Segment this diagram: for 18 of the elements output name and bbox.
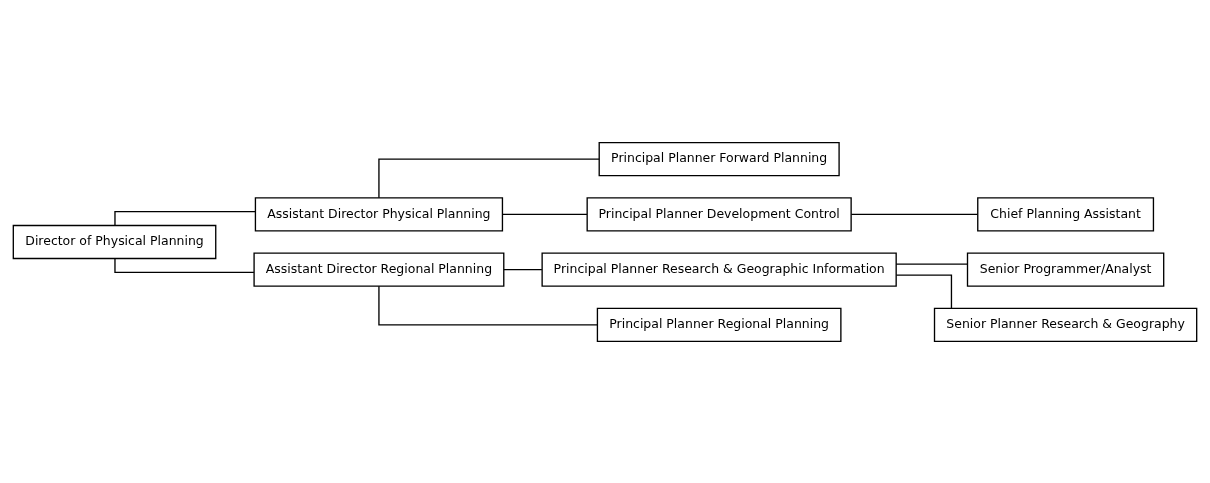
node-box: Principal Planner Forward Planning [598,141,840,176]
node-box: Senior Programmer/Analyst [966,252,1165,287]
connector [503,268,543,270]
connector [895,273,953,309]
connector [501,213,588,215]
node-box: Senior Planner Research & Geography [933,307,1198,342]
connector [895,262,969,265]
connector [378,285,598,326]
node-box: Principal Planner Development Control [586,196,852,231]
node-box: Chief Planning Assistant [977,196,1155,231]
node-box: Assistant Director Physical Planning [254,196,504,231]
node-box: Principal Planner Research & Geographic Information [541,252,897,287]
node-box: Director of Physical Planning [12,224,217,259]
connector [850,213,979,215]
connector [114,210,256,226]
connector [378,157,600,198]
node-box: Principal Planner Regional Planning [596,307,842,342]
node-box: Assistant Director Regional Planning [253,252,505,287]
